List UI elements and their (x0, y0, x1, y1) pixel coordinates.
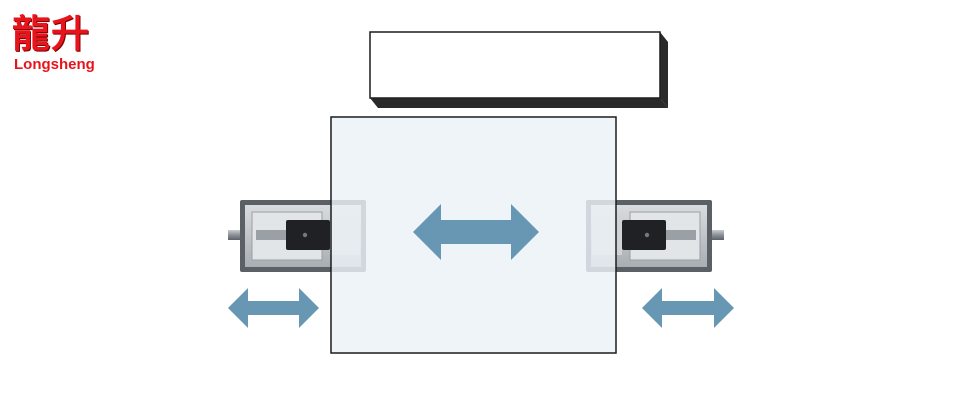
brand-logo: 龍升 Longsheng (12, 12, 112, 74)
logo-chinese-text: 龍升 (12, 12, 91, 56)
left-clamp-head (286, 220, 330, 250)
right-double-arrow-icon (642, 288, 734, 328)
logo-english-text: Longsheng (14, 56, 95, 73)
right-clamp-head (622, 220, 666, 250)
center-double-arrow-icon (413, 204, 539, 260)
left-double-arrow-icon (228, 288, 319, 328)
top-label-box (369, 31, 668, 108)
